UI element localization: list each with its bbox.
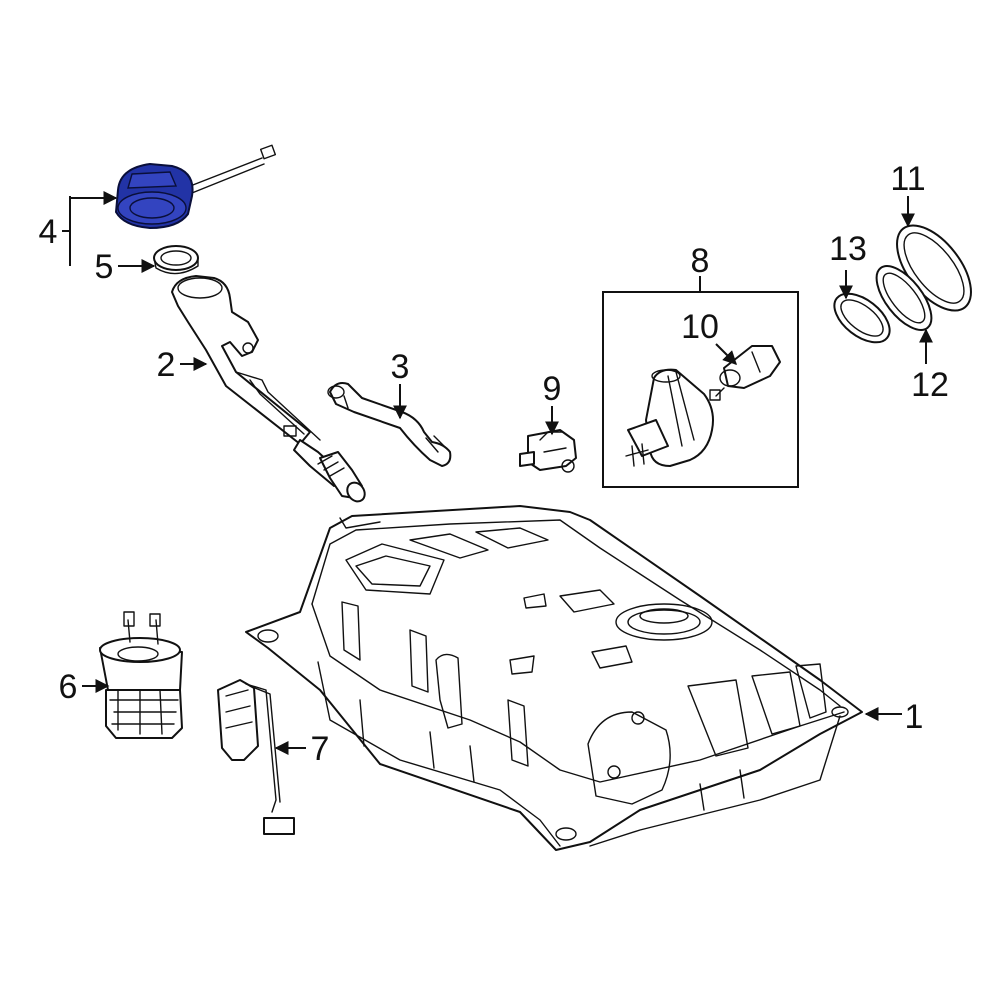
vent-hose-part[interactable]: [327, 382, 452, 467]
callout-8: 8: [691, 242, 710, 280]
fuel-pump-part[interactable]: [99, 611, 183, 739]
callout-5: 5: [95, 248, 114, 286]
filler-neck-part[interactable]: [171, 275, 368, 505]
callout-labels: 1 2 3 4 5 6 7 8 9 10 11 12 13: [39, 160, 949, 768]
callout-2: 2: [157, 346, 176, 384]
callout-1: 1: [905, 698, 924, 736]
callout-7: 7: [311, 730, 330, 768]
callout-3: 3: [391, 348, 410, 386]
callout-4: 4: [39, 213, 58, 251]
pressure-sensor-part[interactable]: [519, 429, 577, 473]
callout-10: 10: [681, 308, 719, 346]
part-8-box[interactable]: [602, 291, 799, 488]
seal-ring-12[interactable]: [866, 257, 941, 339]
callout-6: 6: [59, 668, 78, 706]
callout-leaders: [62, 191, 933, 755]
callout-9: 9: [543, 370, 562, 408]
filler-gasket-part[interactable]: [153, 245, 199, 275]
callout-12: 12: [911, 366, 949, 404]
fuel-tank-part[interactable]: [245, 505, 863, 851]
callout-13: 13: [829, 230, 867, 268]
fuel-level-sender-part[interactable]: [217, 679, 295, 835]
callout-11: 11: [890, 160, 925, 198]
seal-ring-13[interactable]: [826, 284, 899, 352]
fuel-cap-part[interactable]: [114, 144, 277, 230]
